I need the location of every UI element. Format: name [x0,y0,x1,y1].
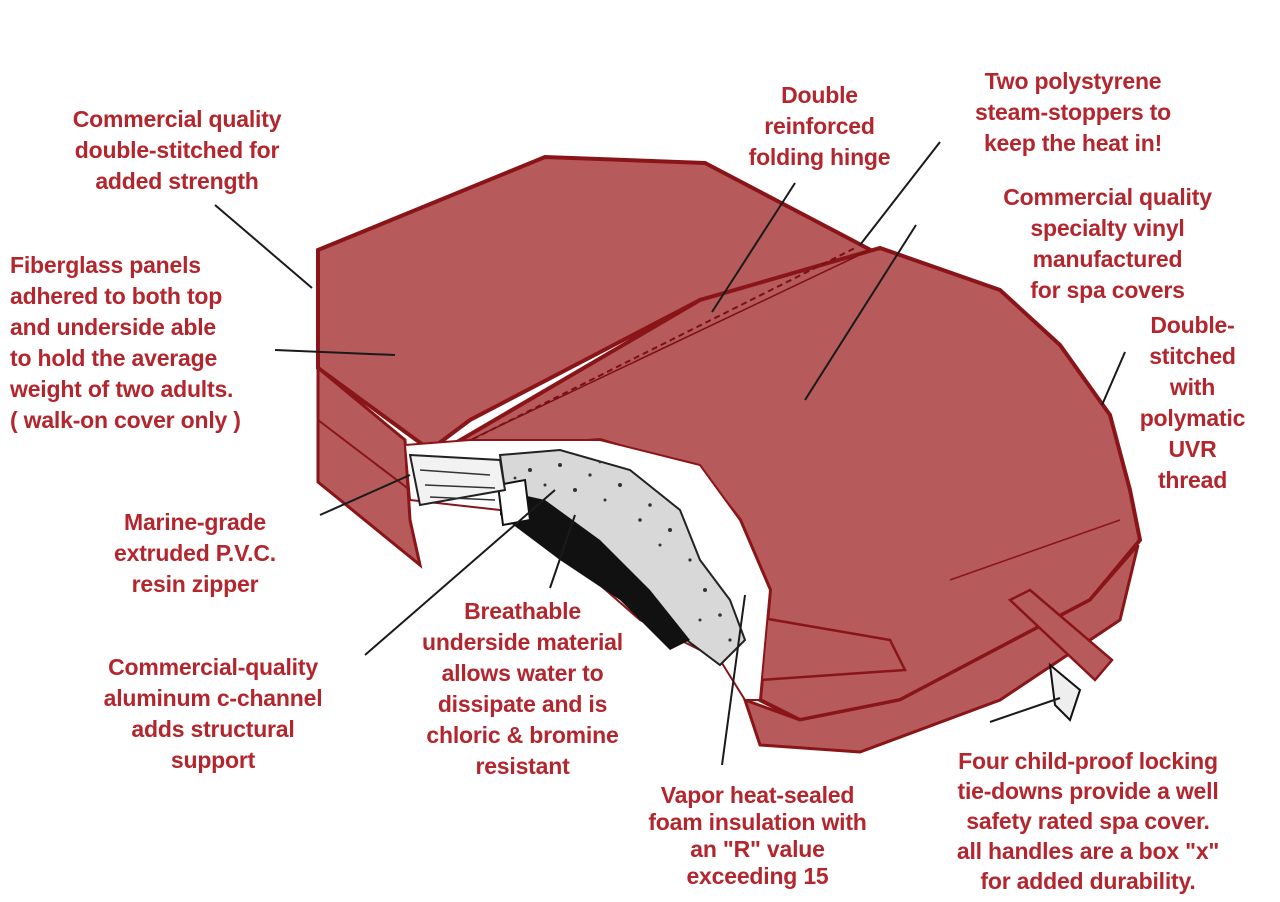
tie-down-strap [1007,588,1114,682]
zipper-detail [408,453,507,507]
label-foam-insulation: Vapor heat-sealed foam insulation with a… [648,782,867,889]
cover-right-skirt [742,544,1140,754]
label-uvr-thread: Double- stitched with polymatic UVR thre… [1139,312,1246,493]
aluminum-c-channel [496,478,532,527]
foam-texture [513,460,732,642]
leader-lines [214,141,1126,766]
vapor-barrier [500,490,690,650]
label-pvc-zipper: Marine-grade extruded P.V.C. resin zippe… [114,509,276,597]
label-double-stitched: Commercial quality double-stitched for a… [72,106,282,194]
label-fiberglass-panels: Fiberglass panels adhered to both top an… [10,252,241,433]
tie-down-clip [1048,662,1082,722]
label-specialty-vinyl: Commercial quality specialty vinyl manuf… [1003,184,1212,303]
label-folding-hinge: Double reinforced folding hinge [748,82,891,170]
label-steam-stoppers: Two polystyrene steam-stoppers to keep t… [975,68,1171,156]
label-aluminum-c-channel: Commercial-quality aluminum c-channel ad… [103,654,323,773]
label-tie-downs: Four child-proof locking tie-downs provi… [956,748,1220,894]
label-breathable-underside: Breathable underside material allows wat… [422,598,623,779]
cover-left-skirt [316,364,423,569]
